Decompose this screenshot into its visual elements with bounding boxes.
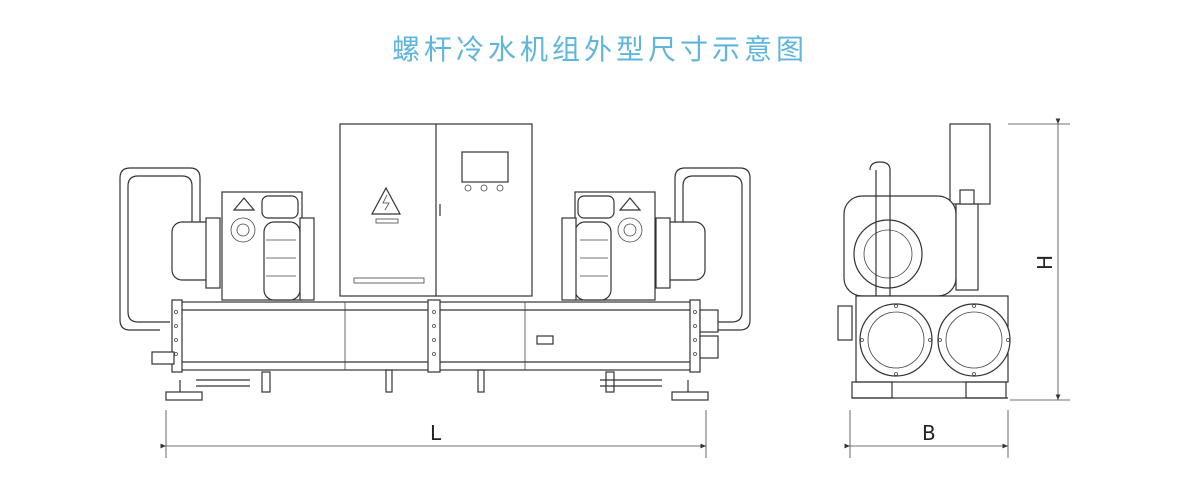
front-feet (165, 380, 709, 401)
page-title: 螺杆冷水机组外型尺寸示意图 (391, 33, 808, 66)
left-pipe-loop (119, 167, 201, 331)
side-view (837, 123, 1011, 399)
dimension-h-label: H (1033, 255, 1057, 270)
dimension-b-label: B (922, 421, 936, 445)
dimension-h: H (1008, 118, 1070, 401)
main-shell (151, 299, 719, 393)
front-view (119, 123, 751, 401)
left-compressor (171, 191, 315, 301)
control-cabinet (339, 123, 533, 297)
dimension-l-label: L (430, 421, 442, 445)
dimension-l: L (160, 410, 707, 458)
right-compressor (561, 191, 706, 301)
right-pipe-loop (674, 167, 751, 331)
dimension-b: B (844, 410, 1009, 458)
